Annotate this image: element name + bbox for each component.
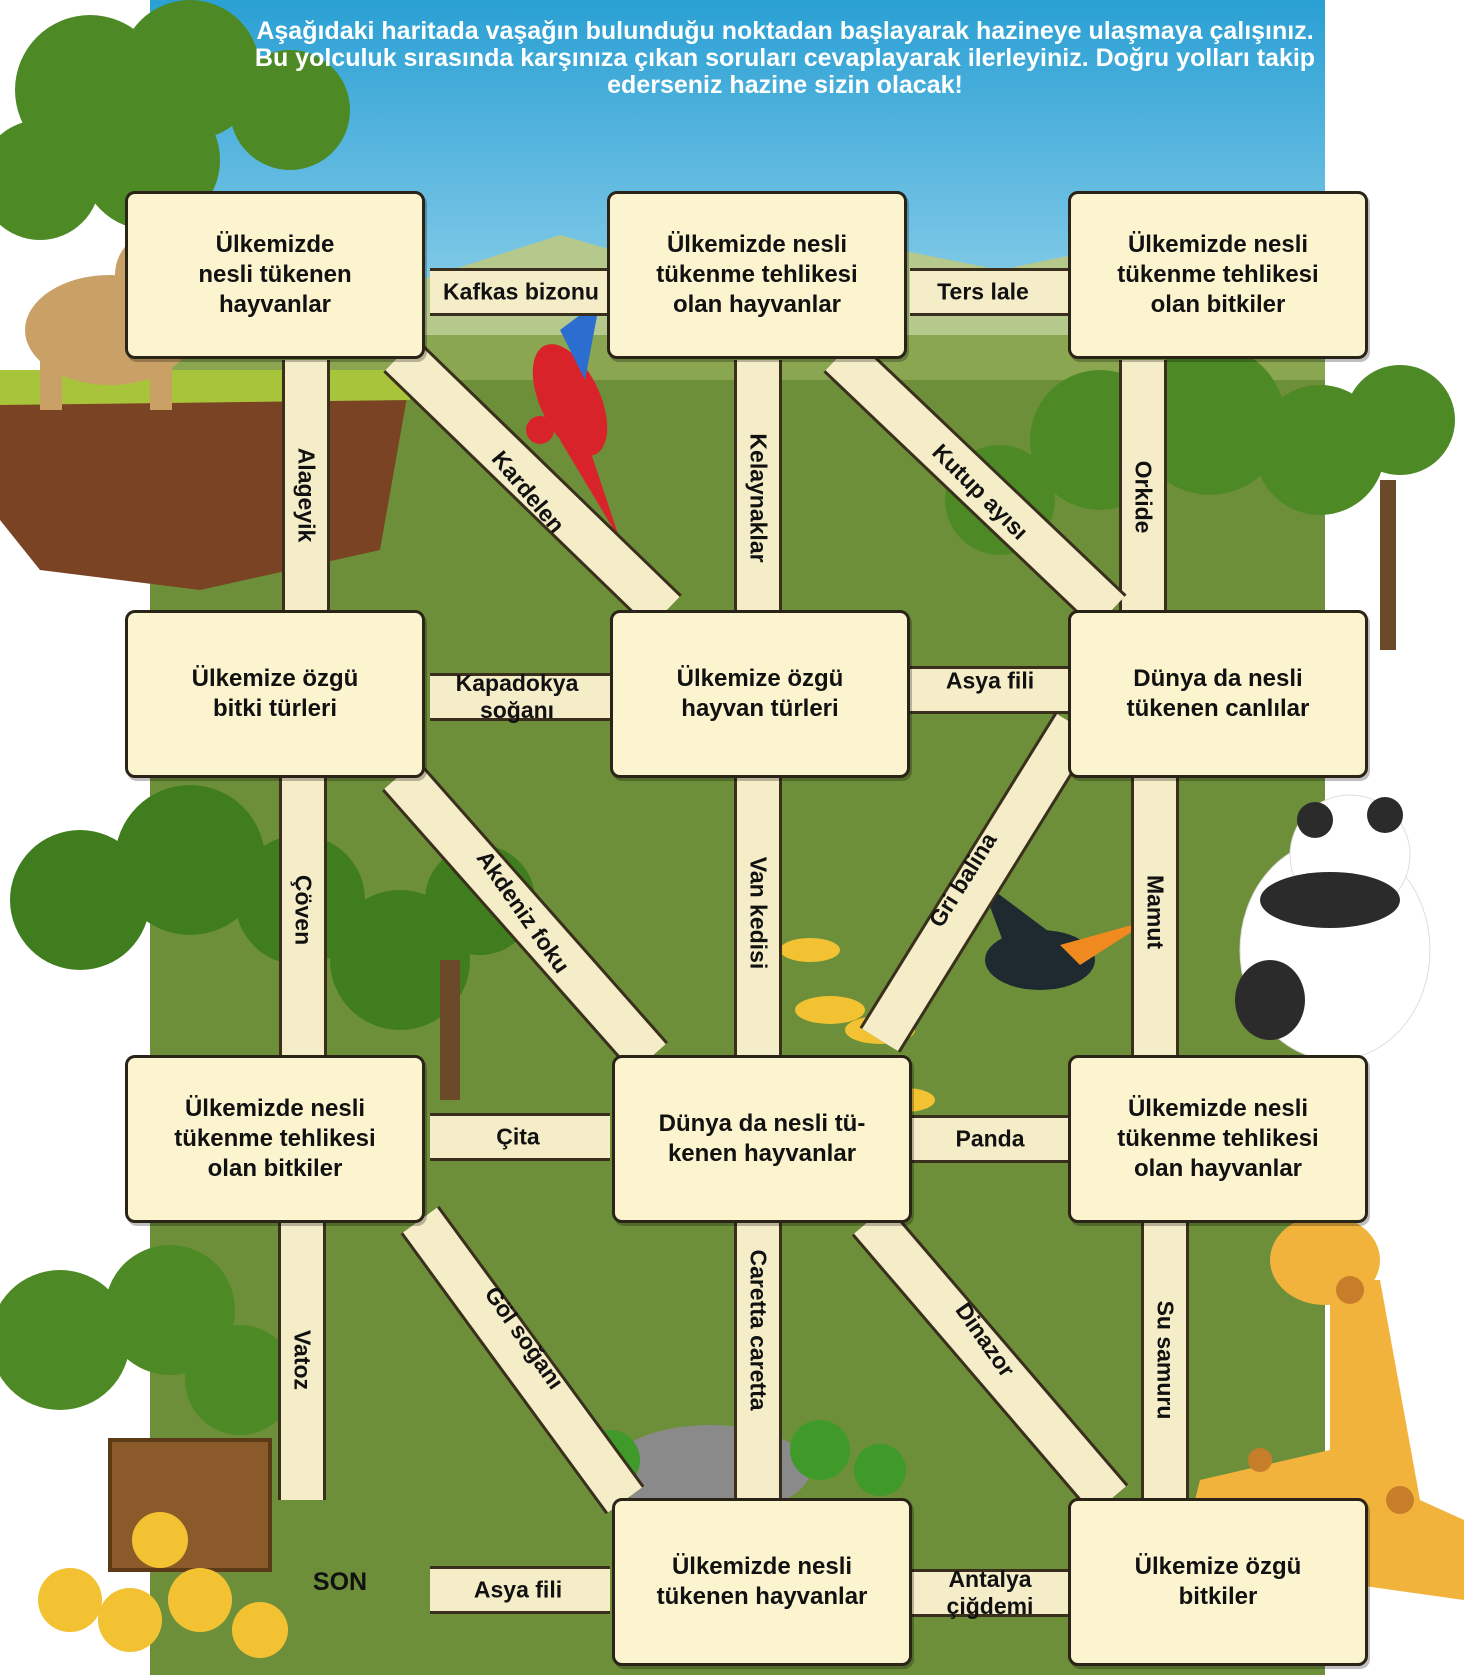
box-r0c2[interactable]: Ülkemizde nesli tükenme tehlikesi olan b… bbox=[1068, 191, 1368, 359]
box-r1c2[interactable]: Dünya da nesli tükenen canlılar bbox=[1068, 610, 1368, 778]
box-r2c0[interactable]: Ülkemizde nesli tükenme tehlikesi olan b… bbox=[125, 1055, 425, 1223]
toucan-image bbox=[980, 880, 1150, 990]
plank bbox=[862, 713, 1093, 1052]
box-r2c2[interactable]: Ülkemizde nesli tükenme tehlikesi olan h… bbox=[1068, 1055, 1368, 1223]
path-label-caretta-caretta[interactable]: Caretta caretta bbox=[745, 1249, 772, 1411]
path-label-asya-fili-2[interactable]: Asya fili bbox=[473, 1576, 563, 1603]
box-r0c0[interactable]: Ülkemizde nesli tükenen hayvanlar bbox=[125, 191, 425, 359]
tree-bottom-left bbox=[0, 1245, 295, 1435]
path-label-panda[interactable]: Panda bbox=[955, 1125, 1025, 1152]
path-planks bbox=[278, 268, 1189, 1617]
plank bbox=[384, 761, 666, 1072]
path-label-ters-lale[interactable]: Ters lale bbox=[937, 278, 1029, 305]
box-r3c2[interactable]: Ülkemize özgü bitkiler bbox=[1068, 1498, 1368, 1666]
path-label-su-samuru[interactable]: Su samuru bbox=[1152, 1300, 1179, 1420]
path-label-kelaynaklar[interactable]: Kelaynaklar bbox=[745, 433, 772, 563]
box-r2c1[interactable]: Dünya da nesli tü- kenen hayvanlar bbox=[612, 1055, 912, 1223]
box-r1c1[interactable]: Ülkemize özgü hayvan türleri bbox=[610, 610, 910, 778]
path-label-coven[interactable]: Çöven bbox=[290, 874, 317, 946]
plank bbox=[403, 1207, 642, 1513]
plank bbox=[385, 339, 680, 628]
path-label-kafkas-bizonu[interactable]: Kafkas bizonu bbox=[443, 278, 599, 305]
box-r1c0[interactable]: Ülkemize özgü bitki türleri bbox=[125, 610, 425, 778]
plank bbox=[825, 339, 1125, 628]
box-r3c1[interactable]: Ülkemizde nesli tükenen hayvanlar bbox=[612, 1498, 912, 1666]
path-label-kapadokya-sogani[interactable]: Kapadokya soğanı bbox=[455, 670, 579, 723]
path-label-alageyik[interactable]: Alageyik bbox=[293, 447, 320, 543]
treasure-image bbox=[38, 1438, 288, 1658]
path-label-van-kedisi[interactable]: Van kedisi bbox=[745, 856, 772, 970]
box-r3c0-son[interactable]: SON bbox=[312, 1568, 368, 1596]
box-r0c1[interactable]: Ülkemizde nesli tükenme tehlikesi olan h… bbox=[607, 191, 907, 359]
path-label-orkide[interactable]: Orkide bbox=[1130, 460, 1157, 534]
plank bbox=[854, 1206, 1126, 1514]
path-label-cita[interactable]: Çita bbox=[496, 1123, 540, 1150]
path-label-asya-fili-1[interactable]: Asya fili bbox=[945, 667, 1035, 694]
instructions-text: Aşağıdaki haritada vaşağın bulunduğu nok… bbox=[254, 17, 1316, 99]
parrot-image bbox=[526, 300, 620, 540]
panda-image bbox=[1235, 794, 1431, 1061]
tree-top-left bbox=[0, 0, 350, 240]
path-label-antalya-cigdemi[interactable]: Antalya çiğdemi bbox=[946, 1566, 1034, 1619]
path-label-mamut[interactable]: Mamut bbox=[1142, 874, 1169, 950]
path-label-vatoz[interactable]: Vatoz bbox=[289, 1329, 316, 1391]
